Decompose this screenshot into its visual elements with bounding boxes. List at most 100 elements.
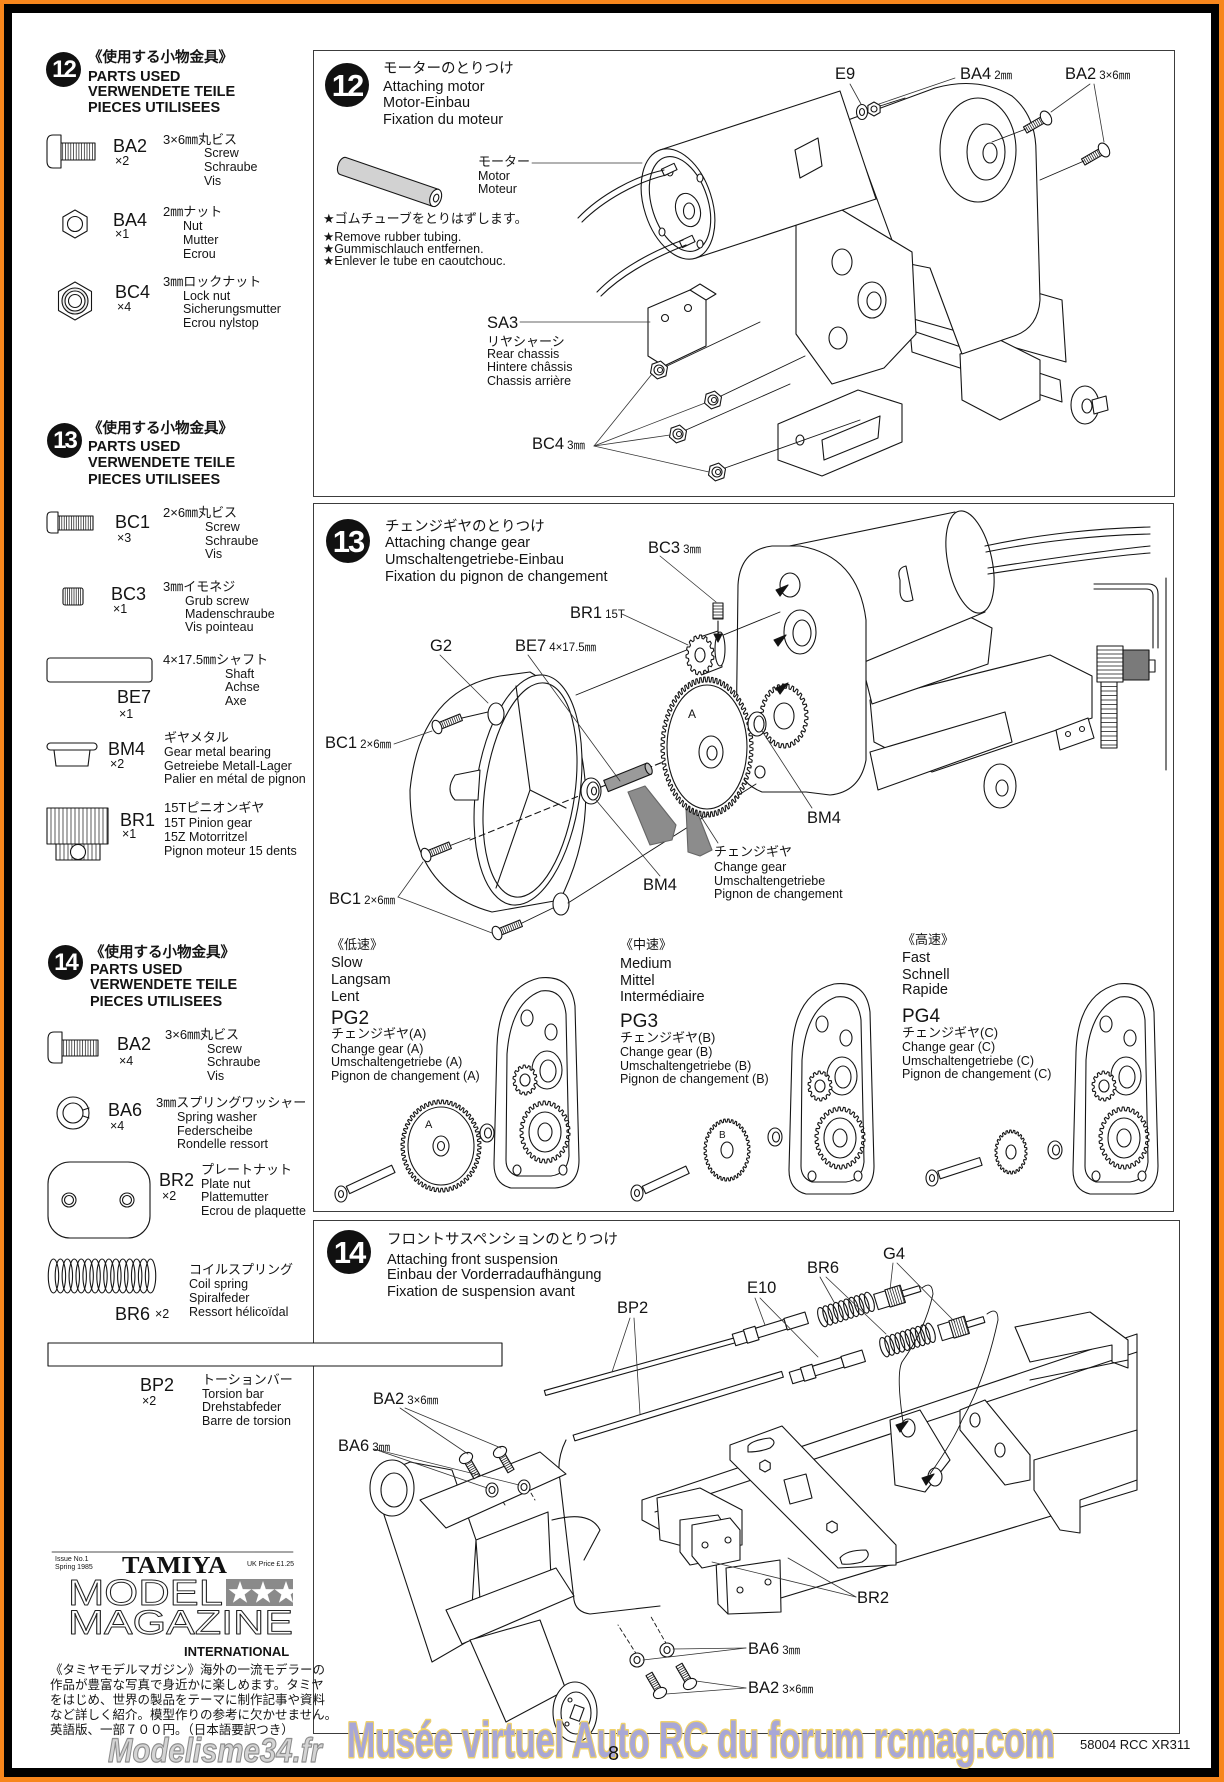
part-desc-fr: Rondelle ressort bbox=[177, 1137, 269, 1151]
part-desc-en: Grub screw bbox=[185, 594, 249, 608]
part-size: 3㎜ bbox=[567, 440, 586, 452]
parts-header-de: VERWENDETE TEILE bbox=[88, 84, 236, 100]
plate-nut-icon bbox=[47, 1161, 151, 1239]
part-code: BR6 bbox=[115, 1304, 151, 1324]
part-desc-jp: 3㎜スプリングワッシャー bbox=[156, 1095, 307, 1110]
ad-text-line: をはじめ、世界の製品をテーマに制作記事や資料 bbox=[50, 1693, 326, 1707]
spring-washer-ba6-icon bbox=[659, 1642, 675, 1658]
part-desc-de: Spiralfeder bbox=[189, 1291, 250, 1305]
motor-callout-jp: モーター bbox=[478, 154, 531, 169]
part-desc-en: Shaft bbox=[225, 667, 255, 681]
variant-speed-de: Mittel bbox=[620, 973, 655, 989]
adjuster-nut-g4-icon bbox=[873, 1284, 922, 1311]
part-code: BR1 bbox=[570, 604, 603, 622]
coil-spring-br6-icon bbox=[879, 1322, 936, 1358]
rear-chassis-icon bbox=[857, 611, 1095, 809]
variant-speed-de: Schnell bbox=[902, 967, 950, 983]
part-desc-fr: Pignon moteur 15 dents bbox=[164, 844, 297, 858]
variant-speed-fr: Rapide bbox=[902, 982, 948, 998]
part-desc-de: Plattemutter bbox=[201, 1190, 269, 1204]
coil-spring-icon bbox=[47, 1258, 157, 1294]
part-desc-fr: Axe bbox=[225, 694, 247, 708]
step-title-fr: Fixation de suspension avant bbox=[387, 1284, 575, 1300]
motor-callout-fr: Moteur bbox=[478, 182, 517, 196]
part-size: 3×6㎜ bbox=[1099, 70, 1131, 82]
variant-slow-illustration: A bbox=[334, 977, 580, 1203]
step-title-de: Einbau der Vorderradaufhängung bbox=[387, 1267, 602, 1283]
note-line: ★ゴムチューブをとりはずします。 bbox=[323, 211, 528, 226]
chassis-icon bbox=[558, 1311, 1138, 1615]
step-number-badge: 12 bbox=[46, 52, 81, 87]
part-desc-jp: 3㎜ロックナット bbox=[163, 274, 262, 289]
variant-speed-fr: Intermédiaire bbox=[620, 989, 705, 1005]
part-desc-en: Coil spring bbox=[189, 1277, 249, 1291]
part-code: BA6 bbox=[748, 1640, 780, 1658]
nut-ba4-icon bbox=[867, 101, 881, 117]
motor-callout-en: Motor bbox=[478, 169, 510, 183]
change-gear-callout-en: Change gear bbox=[714, 860, 787, 874]
part-desc-fr: Ecrou nylstop bbox=[183, 316, 259, 330]
part-desc-de: Schraube bbox=[205, 534, 259, 548]
lock-nut-icon bbox=[57, 281, 93, 321]
part-desc-de: Drehstabfeder bbox=[202, 1400, 282, 1414]
variant-part-de: Umschaltengetriebe (B) bbox=[620, 1059, 752, 1073]
part-desc-en: Screw bbox=[205, 520, 240, 534]
ad-text-line: 《タミヤモデルマガジン》海外の一流モデラーの bbox=[50, 1663, 326, 1677]
watermark-site: Modelisme34.fr bbox=[108, 1732, 324, 1770]
part-code: BP2 bbox=[140, 1375, 175, 1395]
variant-speed-en: Fast bbox=[902, 950, 931, 966]
spring-washer-icon bbox=[56, 1096, 90, 1130]
spring-washer-ba6-icon bbox=[517, 1479, 531, 1495]
spacer-e9-icon bbox=[855, 103, 869, 121]
step-number-badge: 14 bbox=[48, 945, 83, 980]
part-desc-en: Screw bbox=[204, 146, 239, 160]
variant-part-en: Change gear (C) bbox=[902, 1040, 996, 1054]
screw-icon bbox=[46, 511, 94, 534]
screw-bc1-icon bbox=[491, 919, 523, 941]
pinion-position-inset bbox=[1093, 577, 1167, 771]
part-qty: ×4 bbox=[117, 300, 132, 314]
variant-speed-en: Medium bbox=[620, 956, 672, 972]
step-title-de: Umschaltengetriebe-Einbau bbox=[385, 552, 564, 568]
label-sa3-de: Hintere châssis bbox=[487, 360, 573, 374]
step-14-panel bbox=[313, 1220, 1180, 1734]
step-title-jp: チェンジギヤのとりつけ bbox=[385, 519, 545, 535]
step-title-en: Attaching front suspension bbox=[387, 1252, 558, 1268]
part-size: 2㎜ bbox=[994, 70, 1013, 82]
part-code: BA2 bbox=[113, 136, 148, 156]
assembly-lines-step-12 bbox=[666, 97, 1085, 469]
part-code: BA2 bbox=[1065, 65, 1097, 83]
part-code: BA6 bbox=[338, 1437, 370, 1455]
variant-fast-illustration bbox=[925, 983, 1159, 1195]
part-size: 4×17.5㎜ bbox=[549, 642, 597, 654]
grub-screw-icon bbox=[62, 587, 84, 606]
ad-title-line1: MODEL bbox=[68, 1572, 223, 1613]
part-size: 15T bbox=[605, 609, 625, 621]
part-desc-de: Mutter bbox=[183, 233, 219, 247]
leader-lines-step-12 bbox=[519, 77, 1105, 473]
step-number-badge: 13 bbox=[47, 423, 82, 458]
part-desc-fr: Vis bbox=[207, 1069, 225, 1083]
pinion-br1-icon bbox=[685, 630, 726, 676]
label-sa3-fr: Chassis arrière bbox=[487, 374, 572, 388]
part-size: 3×6㎜ bbox=[407, 1395, 439, 1407]
step-title-en: Attaching motor bbox=[383, 79, 485, 95]
torsion-bar-icon bbox=[47, 1342, 503, 1367]
part-qty: ×1 bbox=[115, 227, 130, 241]
variant-part-en: Change gear (B) bbox=[620, 1045, 713, 1059]
screw-ba2-icon bbox=[1022, 110, 1053, 134]
parts-header-en: PARTS USED bbox=[90, 962, 183, 978]
part-desc-en: Screw bbox=[207, 1042, 242, 1056]
parts-header-fr: PIECES UTILISEES bbox=[90, 994, 223, 1010]
change-gear-callout-de: Umschaltengetriebe bbox=[714, 874, 826, 888]
parts-header-en: PARTS USED bbox=[88, 69, 181, 85]
change-gear-callout-fr: Pignon de changement bbox=[714, 887, 843, 901]
variant-part-fr: Pignon de changement (B) bbox=[620, 1072, 769, 1086]
part-desc-de: Sicherungsmutter bbox=[183, 302, 281, 316]
